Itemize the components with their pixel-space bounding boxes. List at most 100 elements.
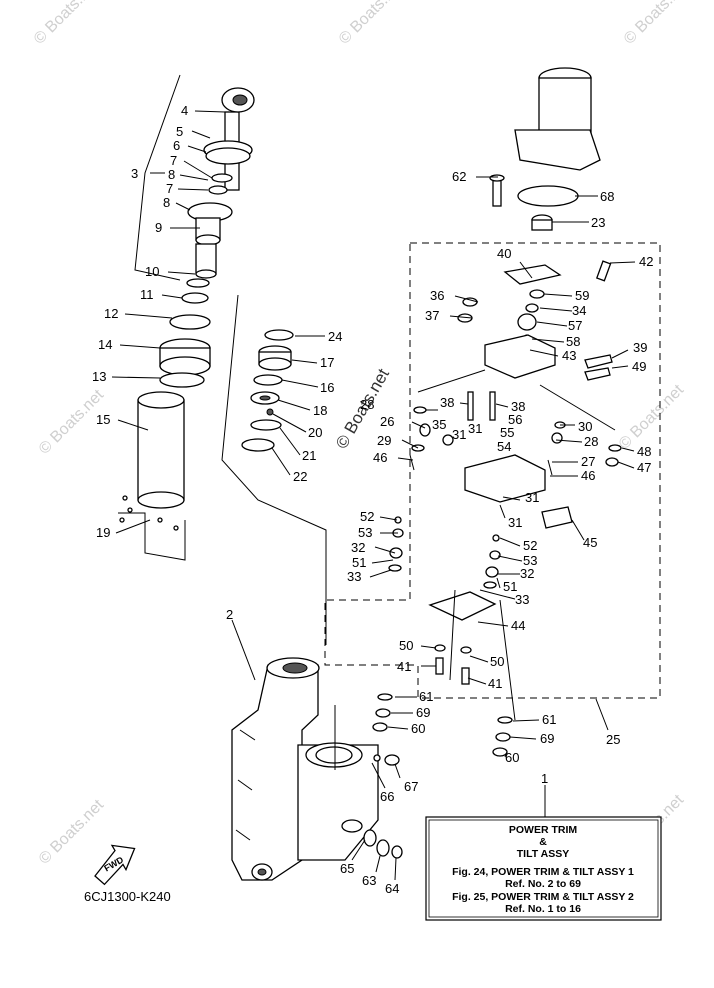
callout-28b: 28 xyxy=(584,434,598,449)
callout-21: 21 xyxy=(302,448,316,463)
callout-37: 37 xyxy=(425,308,439,323)
callout-17: 17 xyxy=(320,355,334,370)
callout-9: 9 xyxy=(155,220,162,235)
callout-11: 11 xyxy=(140,287,154,302)
callout-53a: 53 xyxy=(358,525,372,540)
callout-33a: 33 xyxy=(347,569,361,584)
callout-39: 39 xyxy=(633,340,647,355)
callout-56: 56 xyxy=(508,412,522,427)
callout-62: 62 xyxy=(452,169,466,184)
callout-31c: 31 xyxy=(525,490,539,505)
callout-64: 64 xyxy=(385,881,399,896)
subassembly-boundary xyxy=(324,242,661,699)
info-ref2-line1: Fig. 25, POWER TRIM & TILT ASSY 2 xyxy=(452,891,634,903)
info-ref1-line1: Fig. 24, POWER TRIM & TILT ASSY 1 xyxy=(452,866,634,878)
callout-32a: 32 xyxy=(351,540,365,555)
watermark: © Boats.net xyxy=(31,0,103,48)
motor-assembly xyxy=(489,67,612,282)
lower-bolts xyxy=(372,644,513,757)
callout-42: 42 xyxy=(639,254,653,269)
callout-1: 1 xyxy=(541,771,548,786)
callout-26: 26 xyxy=(380,414,394,429)
watermark: © Boats.net xyxy=(36,796,108,868)
callout-57: 57 xyxy=(568,318,582,333)
callout-65: 65 xyxy=(340,861,354,876)
callout-51b: 51 xyxy=(503,579,517,594)
callout-69a: 69 xyxy=(416,705,430,720)
callout-68: 68 xyxy=(600,189,614,204)
callout-44: 44 xyxy=(511,618,525,633)
callout-60b: 60 xyxy=(505,750,519,765)
valve-block-upper xyxy=(417,264,616,431)
callout-52b: 52 xyxy=(523,538,537,553)
callout-34: 34 xyxy=(572,303,586,318)
callout-6: 6 xyxy=(173,138,180,153)
callout-19: 19 xyxy=(96,525,110,540)
leader-lines xyxy=(111,110,636,881)
callout-61b: 61 xyxy=(542,712,556,727)
callout-13: 13 xyxy=(92,369,106,384)
callout-43: 43 xyxy=(562,348,576,363)
callout-32b: 32 xyxy=(520,566,534,581)
callout-31b: 31 xyxy=(468,421,482,436)
tilt-cylinder-parts xyxy=(118,74,255,561)
diagram-code: 6CJ1300-K240 xyxy=(84,889,171,904)
callout-48: 48 xyxy=(637,444,651,459)
callout-58: 58 xyxy=(566,334,580,349)
callout-63: 63 xyxy=(362,873,376,888)
callout-50a: 50 xyxy=(399,638,413,653)
callout-52a: 52 xyxy=(360,509,374,524)
callout-40: 40 xyxy=(497,246,511,261)
callout-7a: 7 xyxy=(170,153,177,168)
callout-3: 3 xyxy=(131,166,138,181)
callout-15: 15 xyxy=(96,412,110,427)
callout-61a: 61 xyxy=(419,689,433,704)
info-title-1: POWER TRIM xyxy=(509,824,577,836)
callout-29: 29 xyxy=(377,433,391,448)
callout-59: 59 xyxy=(575,288,589,303)
callout-45: 45 xyxy=(583,535,597,550)
callout-2: 2 xyxy=(226,607,233,622)
callout-24: 24 xyxy=(328,329,342,344)
fittings xyxy=(334,705,403,859)
callout-67: 67 xyxy=(404,779,418,794)
callout-41b: 41 xyxy=(488,676,502,691)
callout-8a: 8 xyxy=(168,167,175,182)
callout-31d: 31 xyxy=(508,515,522,530)
callout-51a: 51 xyxy=(352,555,366,570)
callout-25: 25 xyxy=(606,732,620,747)
callout-55: 55 xyxy=(500,425,514,440)
watermark: © Boats.net xyxy=(621,0,693,48)
info-box: POWER TRIM & TILT ASSY Fig. 24, POWER TR… xyxy=(425,816,662,921)
callout-38b: 38 xyxy=(511,399,525,414)
callout-54: 54 xyxy=(497,439,511,454)
piston-parts xyxy=(221,294,327,645)
callout-46b: 46 xyxy=(581,468,595,483)
callout-5: 5 xyxy=(176,124,183,139)
callout-30: 30 xyxy=(578,419,592,434)
callout-41a: 41 xyxy=(397,659,411,674)
callout-35: 35 xyxy=(432,417,446,432)
callout-16: 16 xyxy=(320,380,334,395)
info-title-3: TILT ASSY xyxy=(517,848,570,860)
info-ref1-line2: Ref. No. 2 to 69 xyxy=(505,878,581,890)
callout-23: 23 xyxy=(591,215,605,230)
callout-60a: 60 xyxy=(411,721,425,736)
callout-33b: 33 xyxy=(515,592,529,607)
callout-18: 18 xyxy=(313,403,327,418)
main-housing xyxy=(231,657,379,881)
callout-4: 4 xyxy=(181,103,188,118)
callout-50b: 50 xyxy=(490,654,504,669)
callout-47: 47 xyxy=(637,460,651,475)
callout-8b: 8 xyxy=(163,195,170,210)
callout-46a: 46 xyxy=(373,450,387,465)
callout-labels: 1 2 3 4 5 6 7 7 8 8 9 10 11 12 13 14 15 … xyxy=(92,103,653,896)
info-title-2: & xyxy=(539,836,547,848)
callout-7b: 7 xyxy=(166,181,173,196)
callout-49: 49 xyxy=(632,359,646,374)
watermark: © Boats.net xyxy=(336,0,408,48)
callout-36: 36 xyxy=(430,288,444,303)
info-ref2-line2: Ref. No. 1 to 16 xyxy=(505,903,581,915)
fwd-arrow-icon: FWD xyxy=(94,844,136,886)
